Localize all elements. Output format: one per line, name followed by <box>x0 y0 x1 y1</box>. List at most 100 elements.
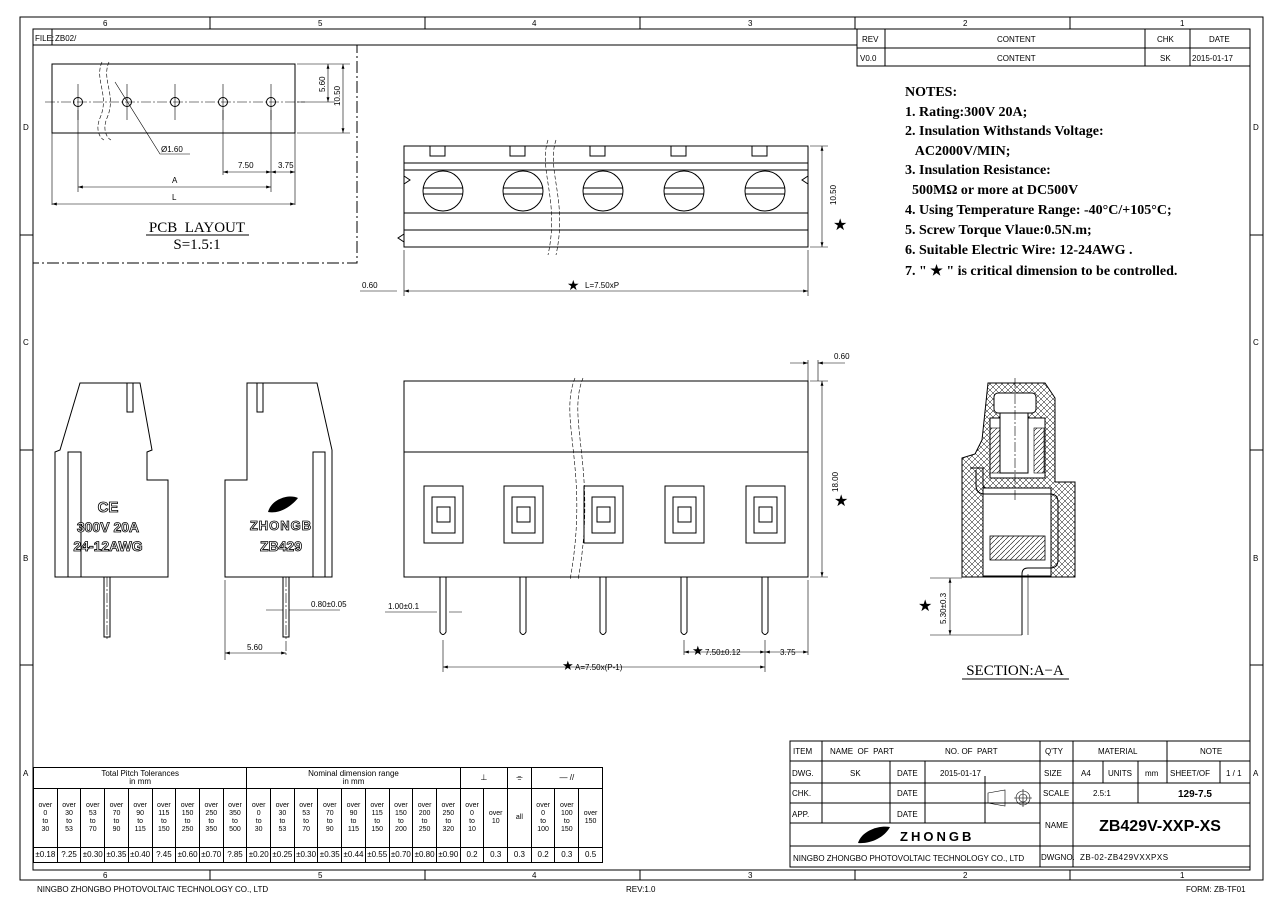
svg-text:L=7.50xP: L=7.50xP <box>585 281 619 290</box>
svg-text:NO. OF PART: NO. OF PART <box>945 747 998 756</box>
svg-text:★: ★ <box>834 493 848 510</box>
svg-text:MATERIAL: MATERIAL <box>1098 747 1138 756</box>
svg-text:REV: REV <box>862 35 879 44</box>
svg-text:★: ★ <box>562 658 574 673</box>
tolerance-value-cell: 0.3 <box>554 847 580 863</box>
tolerance-value-cell: ±0.44 <box>341 847 366 863</box>
tolerance-value-cell: ±0.70 <box>198 847 224 863</box>
svg-text:1.00±0.1: 1.00±0.1 <box>388 602 420 611</box>
tolerance-value-cell: ±0.25 <box>270 847 295 863</box>
svg-text:1. Rating:300V 20A;: 1. Rating:300V 20A; <box>905 105 1027 120</box>
side-view-marking: CE 300V 20A 24-12AWG <box>54 382 169 640</box>
range-cell: over 150 to 200 <box>388 788 414 848</box>
tolerance-value-cell: ?.85 <box>222 847 248 863</box>
svg-text:SHEET/OF: SHEET/OF <box>1170 769 1210 778</box>
svg-text:4: 4 <box>532 871 537 880</box>
tolerance-value-cell: ±0.20 <box>246 847 272 863</box>
svg-text:C: C <box>23 338 29 347</box>
svg-text:2015-01-17: 2015-01-17 <box>940 769 981 778</box>
section-view: 5.30±0.3 ★ SECTION:A−A <box>918 378 1076 680</box>
tolerance-value-cell: ±0.35 <box>317 847 343 863</box>
svg-text:A4: A4 <box>1081 769 1091 778</box>
svg-text:2. Insulation Withstands Volta: 2. Insulation Withstands Voltage: <box>905 124 1104 139</box>
range-cell: over 70 to 90 <box>317 788 343 848</box>
company-name: NINGBO ZHONGBO PHOTOVOLTAIC TECHNOLOGY C… <box>793 854 1024 863</box>
svg-text:2: 2 <box>963 19 968 28</box>
svg-text:6: 6 <box>103 871 108 880</box>
range-cell: over 53 to 70 <box>293 788 319 848</box>
svg-text:ZHONGB: ZHONGB <box>900 829 974 844</box>
svg-text:NOTES:: NOTES: <box>905 85 957 100</box>
svg-text:A: A <box>23 769 29 778</box>
svg-text:A: A <box>172 176 178 185</box>
svg-text:SK: SK <box>850 769 861 778</box>
svg-text:24-12AWG: 24-12AWG <box>73 538 142 554</box>
range-cell: over 100 to 150 <box>554 788 580 848</box>
company-logo: ZHONGB <box>858 826 974 844</box>
svg-text:L: L <box>172 193 177 202</box>
tolerance-value-cell: 0.5 <box>578 847 603 863</box>
range-cell: over 150 <box>578 788 603 848</box>
leaf-logo-icon <box>858 826 890 844</box>
svg-text:5. Screw Torque Vlaue:0.5N.m;: 5. Screw Torque Vlaue:0.5N.m; <box>905 223 1092 238</box>
row-markers: D C B A D C B A <box>23 123 1259 778</box>
range-cell: over 0 to 100 <box>530 788 556 848</box>
svg-text:NAME: NAME <box>1045 821 1068 830</box>
range-cell: over 0 to 10 <box>459 788 485 848</box>
part-name: ZB429V-XXP-XS <box>1099 818 1221 835</box>
svg-text:A: A <box>1253 769 1259 778</box>
svg-text:D: D <box>23 123 29 132</box>
front-view: 18.00 ★ 0.60 1.00±0.1 ★ A=7.50x(P-1) ★ 7… <box>385 352 850 673</box>
svg-text:A=7.50x(P-1): A=7.50x(P-1) <box>575 663 623 672</box>
svg-text:V0.0: V0.0 <box>860 54 877 63</box>
svg-text:4. Using Temperature Range: -4: 4. Using Temperature Range: -40°C/+105°C… <box>905 203 1172 218</box>
tolerance-value-cell: ±0.30 <box>293 847 319 863</box>
tolerance-value-cell: ±0.35 <box>104 847 129 863</box>
tolerance-value-cell: ±0.30 <box>80 847 106 863</box>
range-cell: over 53 to 70 <box>80 788 106 848</box>
tolerance-value-cell: 0.3 <box>507 847 532 863</box>
title-block: ITEM NAME OF PART NO. OF PART Q'TY MATER… <box>789 740 1251 868</box>
svg-text:DATE: DATE <box>897 769 918 778</box>
range-cell: over 90 to 115 <box>341 788 366 848</box>
symmetry-symbol-icon: ⌯ <box>507 767 532 789</box>
svg-text:SIZE: SIZE <box>1044 769 1062 778</box>
pcb-holes <box>73 84 276 120</box>
svg-text:3: 3 <box>748 19 753 28</box>
tolerance-value-cell: ±0.80 <box>412 847 437 863</box>
tolerance-value-cell: ?.25 <box>56 847 82 863</box>
svg-text:3.75: 3.75 <box>278 161 294 170</box>
svg-text:6. Suitable Electric Wire: 12-: 6. Suitable Electric Wire: 12-24AWG . <box>905 243 1132 258</box>
svg-text:7. " ★ " is critical dimension: 7. " ★ " is critical dimension to be con… <box>905 263 1177 279</box>
column-markers-bottom: 6 5 4 3 2 1 <box>103 871 1185 880</box>
wire-entries <box>423 485 786 544</box>
svg-text:ZB-02-ZB429VXXPXS: ZB-02-ZB429VXXPXS <box>1080 853 1169 862</box>
svg-text:ITEM: ITEM <box>793 747 812 756</box>
svg-text:ZB02/: ZB02/ <box>55 34 77 43</box>
svg-text:ZB429: ZB429 <box>260 538 302 554</box>
svg-text:300V 20A: 300V 20A <box>77 519 139 535</box>
top-view: 10.50 ★ 0.60 ★ L=7.50xP <box>360 139 847 296</box>
nominal-range-header: Nominal dimension range in mm <box>246 767 461 789</box>
tolerance-value-cell: ±0.55 <box>364 847 390 863</box>
tolerance-value-cell: ±0.70 <box>388 847 414 863</box>
svg-text:CONTENT: CONTENT <box>997 54 1036 63</box>
range-cell: over 250 to 320 <box>435 788 461 848</box>
svg-text:Ø1.60: Ø1.60 <box>161 145 183 154</box>
svg-text:7.50±0.12: 7.50±0.12 <box>705 648 741 657</box>
svg-text:NAME OF PART: NAME OF PART <box>830 747 894 756</box>
pcb-layout-scale: S=1.5:1 <box>173 237 220 253</box>
range-cell: over 70 to 90 <box>104 788 129 848</box>
svg-text:UNITS: UNITS <box>1108 769 1132 778</box>
svg-text:5.30±0.3: 5.30±0.3 <box>939 592 948 624</box>
revision-footer: REV:1.0 <box>626 885 656 894</box>
tolerance-value-cell: ±0.18 <box>33 847 58 863</box>
perpendicularity-symbol-icon: ⊥ <box>459 767 509 789</box>
svg-text:1: 1 <box>1180 19 1185 28</box>
svg-text:3. Insulation Resistance:: 3. Insulation Resistance: <box>905 163 1051 178</box>
brand-leaf-icon <box>268 496 298 513</box>
tolerance-value-cell: 0.2 <box>530 847 556 863</box>
range-cell: over 30 to 53 <box>270 788 295 848</box>
